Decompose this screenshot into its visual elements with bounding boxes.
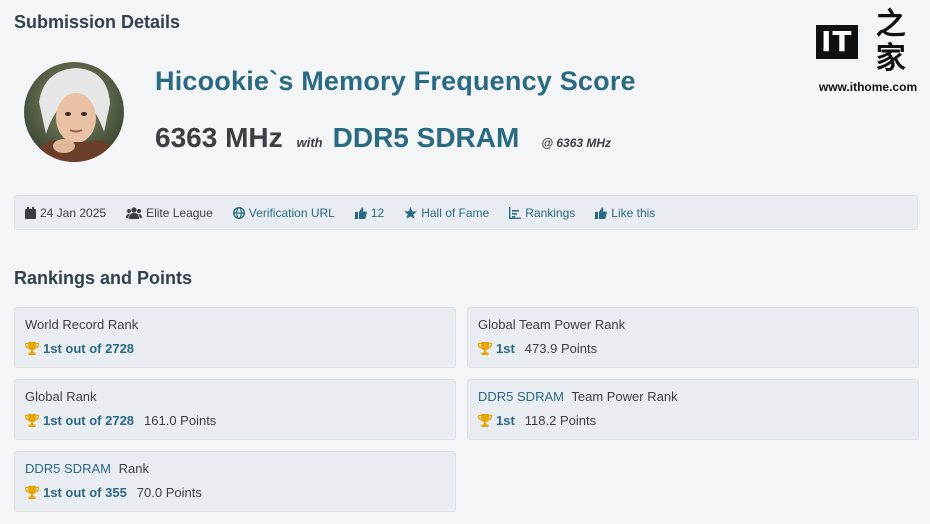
rankings-text: Rankings (525, 205, 576, 220)
memory-type-link[interactable]: DDR5 SDRAM (478, 389, 564, 404)
card-title: World Record Rank (25, 317, 445, 332)
logo-url: www.ithome.com (818, 80, 918, 94)
info-bar: 24 Jan 2025 Elite League Verification UR… (14, 195, 918, 230)
hall-of-fame-link[interactable]: Hall of Fame (404, 206, 489, 220)
card-value: 1st out of 2728 (25, 341, 445, 356)
card-value: 1st 473.9 Points (478, 341, 908, 356)
trophy-icon (25, 486, 39, 499)
info-league-text: Elite League (146, 205, 213, 220)
globe-icon (232, 206, 245, 219)
score-summary: 6363 MHz with DDR5 SDRAM @ 6363 MHz (155, 122, 611, 154)
points-text: 161.0 Points (144, 413, 217, 428)
likes-count-text: 12 (370, 205, 385, 220)
trophy-icon (25, 342, 39, 355)
thumbs-up-icon (595, 207, 608, 219)
rank-link[interactable]: 1st (496, 413, 515, 428)
trophy-icon (25, 414, 39, 427)
card-title: DDR5 SDRAM Team Power Rank (478, 389, 908, 404)
hall-of-fame-text: Hall of Fame (421, 205, 490, 220)
card-value: 1st 118.2 Points (478, 413, 908, 428)
info-league: Elite League (126, 206, 213, 220)
world-record-rank-card: World Record Rank 1st out of 2728 (14, 307, 456, 368)
card-value: 1st out of 2728 161.0 Points (25, 413, 445, 428)
trophy-icon (478, 414, 492, 427)
score-title: Hicookie`s Memory Frequency Score (155, 66, 636, 96)
info-date: 24 Jan 2025 (25, 206, 106, 220)
memory-team-power-rank-card: DDR5 SDRAM Team Power Rank 1st 118.2 Poi… (467, 379, 919, 440)
page-title: Submission Details (14, 12, 181, 32)
rank-link[interactable]: 1st out of 2728 (43, 413, 135, 428)
verification-url-text: Verification URL (248, 205, 335, 220)
rank-link[interactable]: 1st out of 2728 (43, 341, 135, 356)
avatar (24, 62, 124, 162)
card-title: Global Team Power Rank (478, 317, 908, 332)
global-team-power-rank-card: Global Team Power Rank 1st 473.9 Points (467, 307, 919, 368)
frequency-at-label: @ 6363 MHz (541, 136, 612, 150)
chart-icon (509, 206, 522, 219)
rankings-link[interactable]: Rankings (509, 206, 575, 220)
like-this-button[interactable]: Like this (595, 206, 655, 220)
users-icon (126, 206, 143, 219)
points-text: 118.2 Points (524, 413, 597, 428)
card-value: 1st out of 355 70.0 Points (25, 485, 445, 500)
card-title-text: Rank (118, 461, 149, 476)
card-title-text: World Record Rank (25, 317, 139, 332)
logo-cn-text: 之家 (875, 7, 906, 76)
memory-rank-card: DDR5 SDRAM Rank 1st out of 355 70.0 Poin… (14, 451, 456, 512)
with-label: with (296, 135, 323, 150)
logo-it-text: IT (816, 25, 858, 59)
like-this-text: Like this (611, 205, 656, 220)
card-title: Global Rank (25, 389, 445, 404)
thumbs-up-icon (354, 207, 367, 219)
avatar-image (24, 62, 124, 162)
likes-count[interactable]: 12 (354, 205, 385, 220)
card-title-text: Global Rank (25, 389, 97, 404)
calendar-icon (25, 206, 36, 219)
verification-url-link[interactable]: Verification URL (232, 205, 335, 220)
points-text: 473.9 Points (524, 341, 598, 356)
card-title-text: Global Team Power Rank (478, 317, 626, 332)
card-title: DDR5 SDRAM Rank (25, 461, 445, 476)
rankings-section-title: Rankings and Points (14, 268, 193, 288)
points-text: 70.0 Points (136, 485, 202, 500)
memory-type-link[interactable]: DDR5 SDRAM (332, 122, 520, 153)
ithome-logo: IT 之家 www.ithome.com (816, 8, 920, 94)
card-title-text: Team Power Rank (571, 389, 678, 404)
rank-link[interactable]: 1st (496, 341, 515, 356)
frequency-value: 6363 MHz (155, 122, 283, 153)
star-icon (404, 206, 418, 219)
memory-type-link[interactable]: DDR5 SDRAM (25, 461, 111, 476)
info-date-text: 24 Jan 2025 (40, 205, 107, 220)
global-rank-card: Global Rank 1st out of 2728 161.0 Points (14, 379, 456, 440)
trophy-icon (478, 342, 492, 355)
rank-link[interactable]: 1st out of 355 (43, 485, 127, 500)
